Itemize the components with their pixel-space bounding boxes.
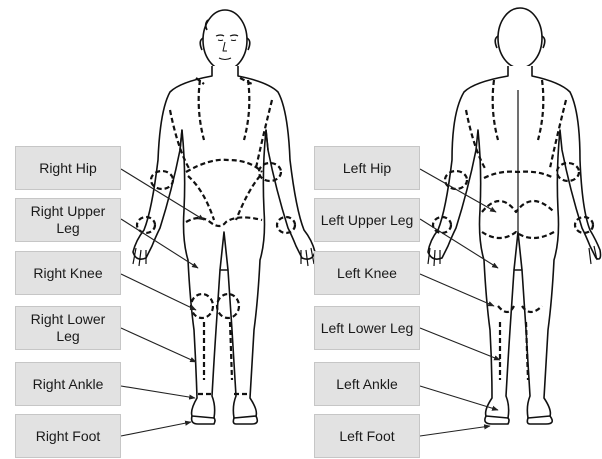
label-left-lower-leg: Left Lower Leg — [314, 306, 420, 350]
arrow-right-knee — [121, 274, 196, 310]
back-body-figure — [428, 8, 601, 424]
label-right-knee: Right Knee — [15, 251, 121, 295]
label-left-upper-leg: Left Upper Leg — [314, 198, 420, 242]
label-left-ankle: Left Ankle — [314, 362, 420, 406]
label-left-foot: Left Foot — [314, 414, 420, 458]
label-left-hip: Left Hip — [314, 146, 420, 190]
arrow-right-ankle — [121, 386, 195, 398]
arrow-right-lower-leg — [121, 328, 196, 362]
pointer-arrows — [121, 169, 500, 436]
arrow-left-foot — [420, 426, 490, 436]
label-right-hip: Right Hip — [15, 146, 121, 190]
label-right-foot: Right Foot — [15, 414, 121, 458]
label-right-upper-leg: Right Upper Leg — [15, 198, 121, 242]
label-right-lower-leg: Right Lower Leg — [15, 306, 121, 350]
label-right-ankle: Right Ankle — [15, 362, 121, 406]
arrow-left-ankle — [420, 386, 498, 410]
label-left-knee: Left Knee — [314, 251, 420, 295]
front-body-figure — [133, 10, 315, 424]
arrow-left-knee — [420, 274, 494, 306]
arrow-right-foot — [121, 422, 191, 436]
arrow-left-lower-leg — [420, 328, 500, 360]
